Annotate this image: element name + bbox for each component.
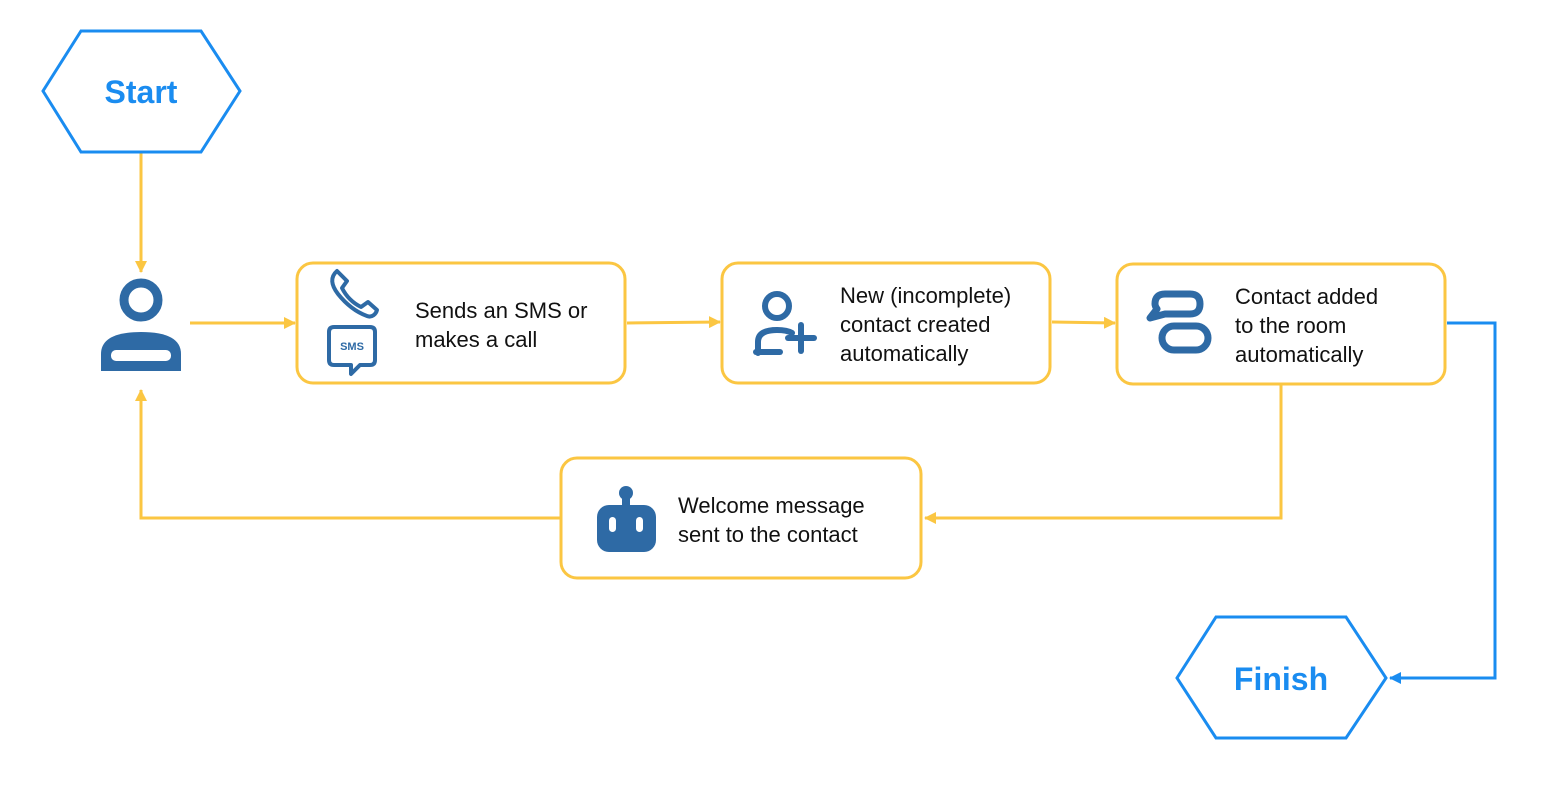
- step-label-line: Sends an SMS or: [415, 298, 587, 323]
- add-person-icon: [753, 291, 817, 356]
- step-label-line: sent to the contact: [678, 522, 858, 547]
- sms-label: SMS: [340, 341, 364, 353]
- connector-request-to-created: [626, 316, 721, 329]
- start-node: Start: [41, 29, 242, 154]
- start-label: Start: [105, 74, 178, 110]
- step-label: Welcome message sent to the contact: [678, 493, 871, 547]
- step-label-line: automatically: [1235, 342, 1363, 367]
- step-room-added: Contact added to the room automatically: [1115, 262, 1447, 386]
- person-icon: [101, 278, 181, 371]
- finish-hexagon: [1175, 615, 1388, 740]
- sms-bubble-icon: SMS: [327, 325, 377, 376]
- phone-icon: [330, 269, 379, 319]
- step-label-line: automatically: [840, 341, 968, 366]
- step-label-line: Welcome message: [678, 493, 865, 518]
- step-label-line: to the room: [1235, 313, 1346, 338]
- step-welcome-message: Welcome message sent to the contact: [559, 456, 923, 580]
- step-label: Contact added to the room automatically: [1235, 284, 1384, 367]
- step-label-line: makes a call: [415, 327, 537, 352]
- chat-bubbles-icon: [1146, 290, 1212, 354]
- finish-label: Finish: [1234, 661, 1328, 697]
- step-contact-request: SMS Sends an SMS or makes a call: [295, 261, 627, 385]
- connectors: [135, 153, 1497, 684]
- connector-room-to-welcome: [924, 385, 1283, 524]
- step-label: Sends an SMS or makes a call: [415, 298, 594, 352]
- connector-created-to-room: [1051, 316, 1116, 329]
- step-contact-created: New (incomplete) contact created automat…: [720, 261, 1052, 385]
- connector-room-to-finish: [1389, 321, 1497, 684]
- start-hexagon: [41, 29, 242, 154]
- step-label: New (incomplete) contact created automat…: [840, 283, 1017, 366]
- connector-welcome-to-contact: [135, 389, 560, 520]
- finish-node: Finish: [1175, 615, 1388, 740]
- step-label-line: New (incomplete): [840, 283, 1011, 308]
- step-box: [720, 261, 1052, 385]
- robot-icon: [597, 486, 656, 552]
- step-label-line: contact created: [840, 312, 990, 337]
- step-label-line: Contact added: [1235, 284, 1378, 309]
- step-box: [295, 261, 627, 385]
